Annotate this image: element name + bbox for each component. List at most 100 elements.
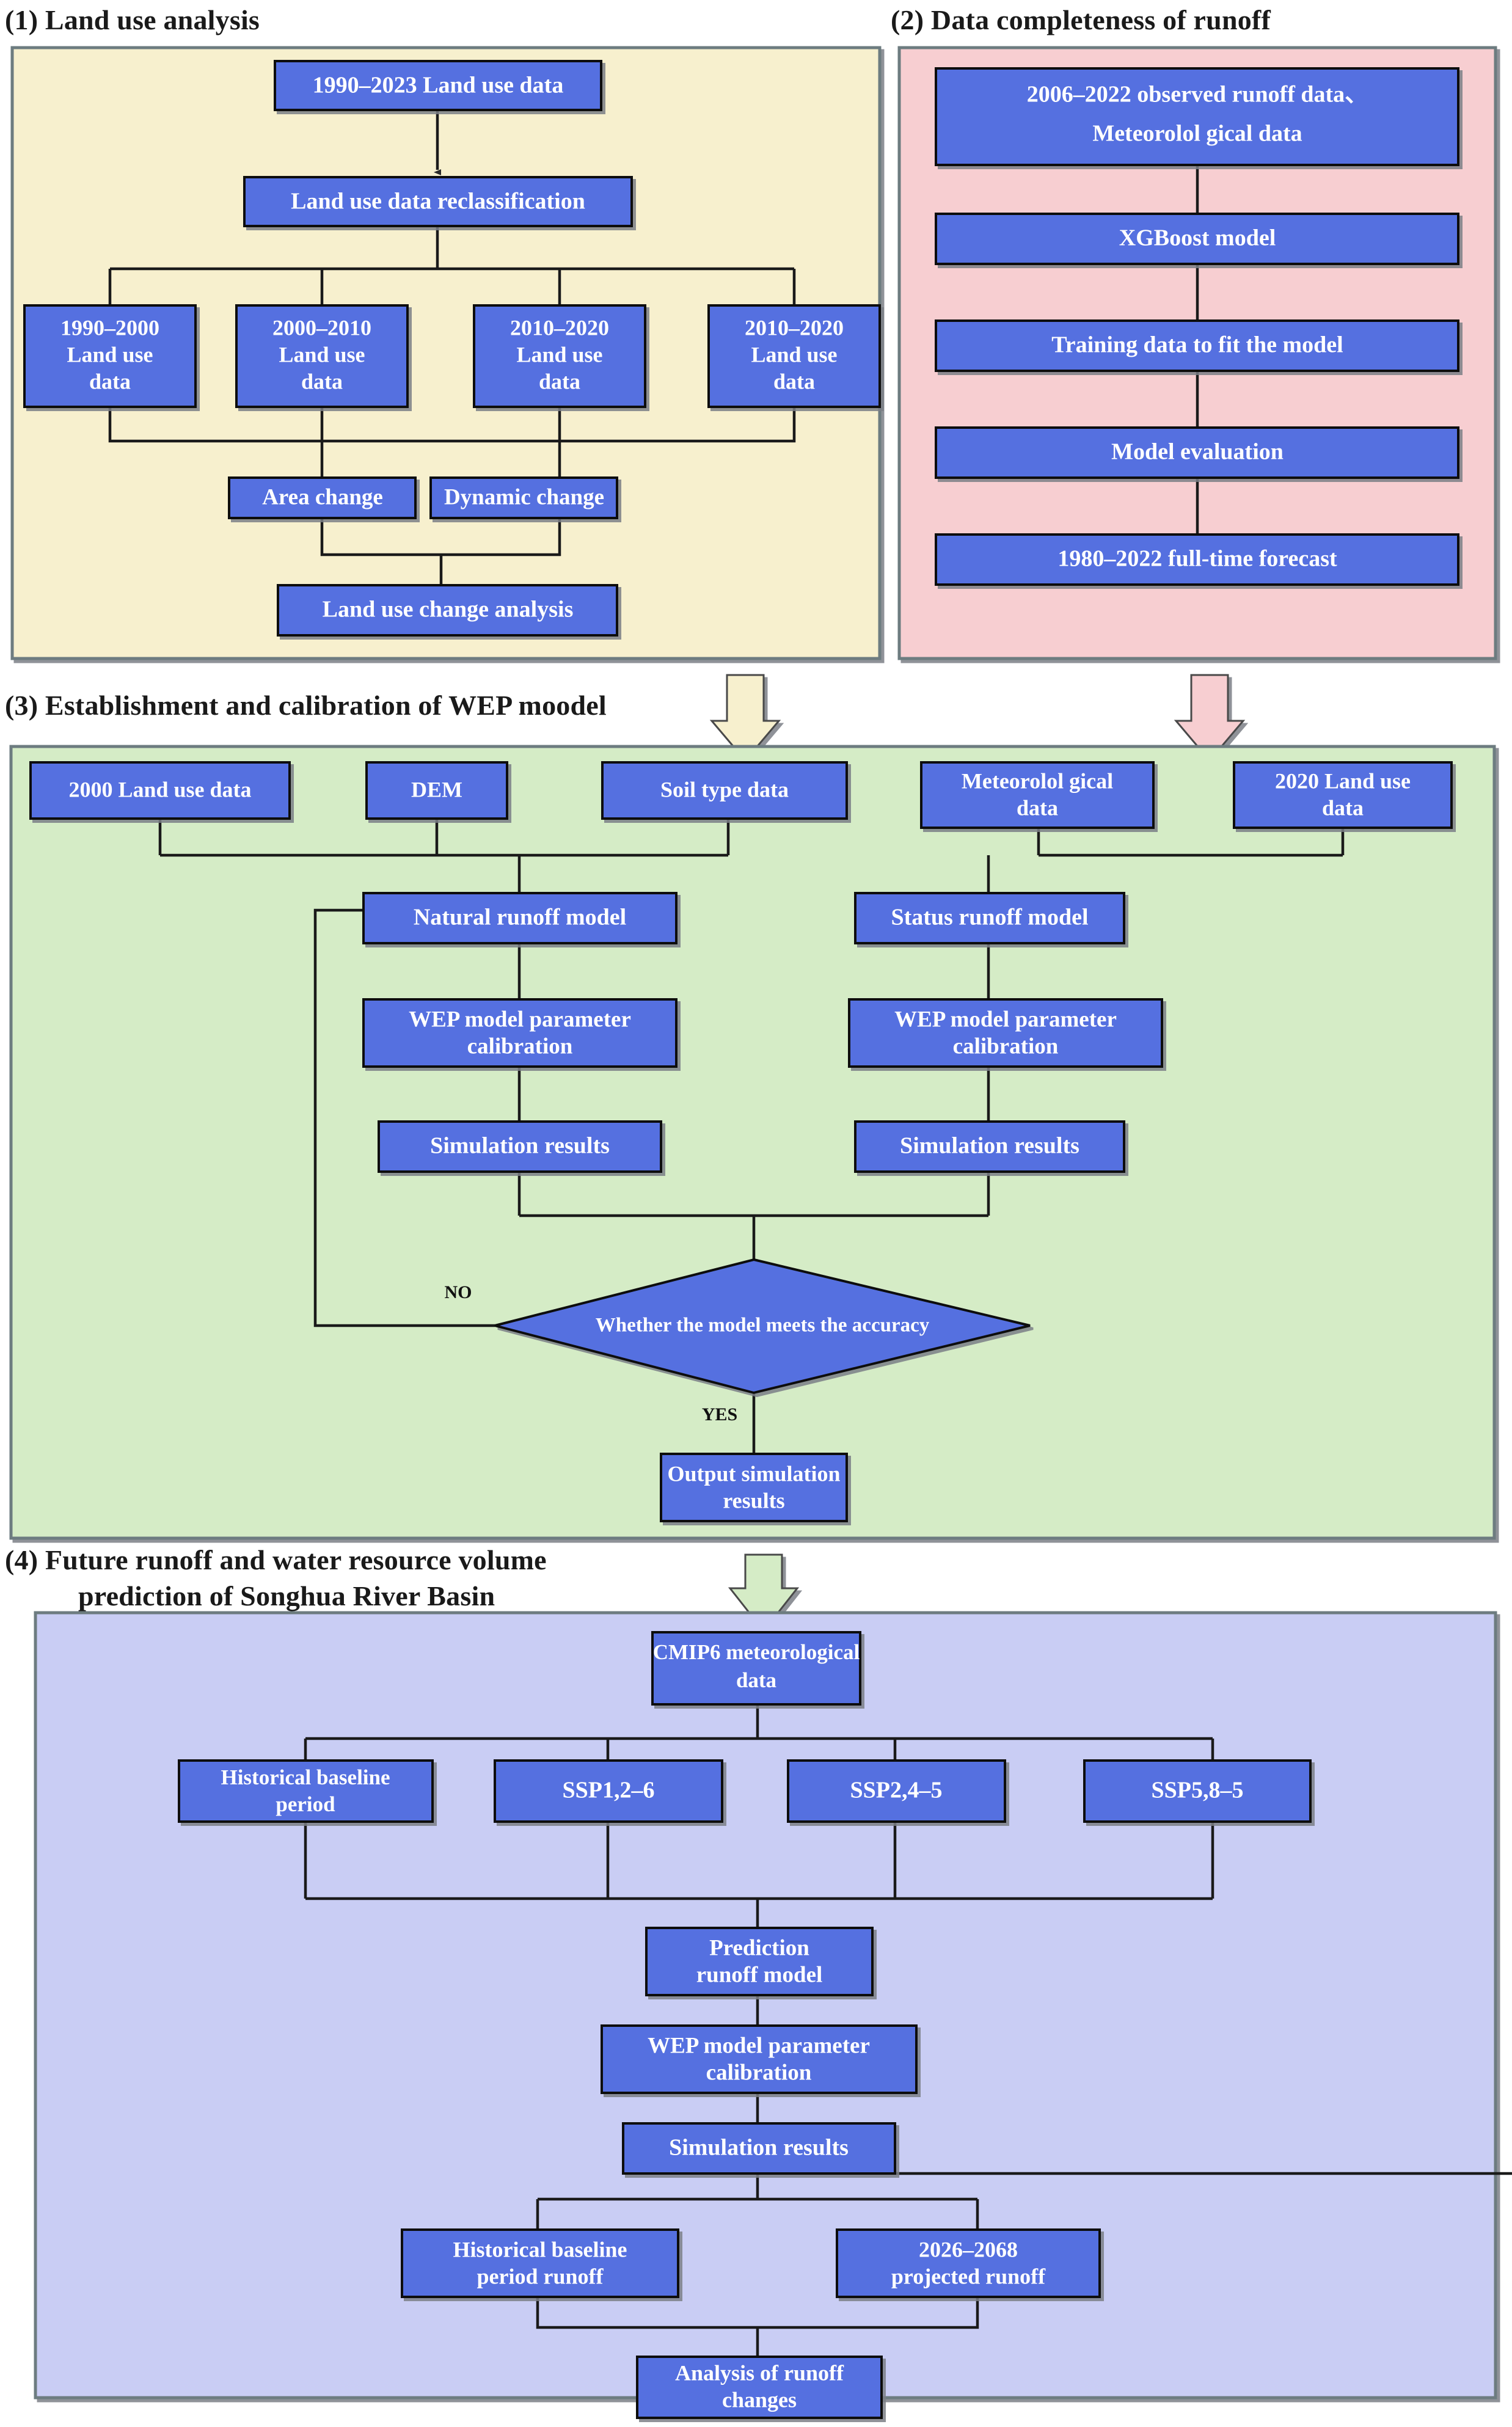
node-p4n3-label: SSP1,2–6 — [563, 1778, 655, 1803]
node-p4n3: SSP1,2–6 — [494, 1759, 723, 1823]
node-p3n3-label: Soil type data — [660, 777, 789, 801]
node-p1n4-label-line3: data — [301, 369, 343, 393]
node-p3n7-label: Status runoff model — [891, 905, 1088, 930]
node-p4n10: 2026–2068 projected runoff — [836, 2228, 1101, 2298]
node-p2n4-label: Model evaluation — [1111, 439, 1284, 465]
node-p3n12-label: Whether the model meets the accuracy — [596, 1315, 930, 1337]
node-p1n9: Land use change analysis — [277, 584, 618, 637]
node-p4n9: Historical baseline period runoff — [401, 2228, 679, 2298]
node-p1n1-label: 1990–2023 Land use data — [313, 73, 564, 98]
node-p2n2: XGBoost model — [935, 213, 1459, 265]
node-p4n7: WEP model parameter calibration — [601, 2024, 918, 2094]
node-p4n10-label-line1: 2026–2068 — [919, 2237, 1018, 2261]
node-p1n5-label-line3: data — [539, 369, 580, 393]
node-p4n5: SSP5,8–5 — [1083, 1759, 1312, 1823]
node-p1n5-label-line2: Land use — [516, 342, 602, 367]
node-p1n5-label-line1: 2010–2020 — [510, 315, 609, 340]
node-p3n1: 2000 Land use data — [29, 761, 291, 820]
node-p3n4-label-line2: data — [1017, 795, 1058, 820]
node-p3n12-decision: Whether the model meets the accuracy — [494, 1258, 1031, 1395]
node-p1n7-label: Area change — [262, 484, 383, 509]
node-p1n7: Area change — [228, 476, 417, 519]
node-p3n3: Soil type data — [601, 761, 848, 820]
node-p3n13-label-line1: Output simulation — [667, 1461, 840, 1486]
panel-1-title: (1) Land use analysis — [5, 4, 260, 35]
panel-1-land-use-analysis: 1990–2023 Land use data Land use data re… — [10, 46, 882, 660]
node-p4n8-label: Simulation results — [669, 2135, 849, 2161]
node-p2n3: Training data to fit the model — [935, 319, 1459, 372]
node-p4n11-label-line2: changes — [722, 2387, 797, 2412]
node-p1n4: 2000–2010 Land use data — [235, 304, 409, 408]
node-p3n9: WEP model parameter calibration — [848, 998, 1163, 1068]
node-p4n5-label: SSP5,8–5 — [1152, 1778, 1244, 1803]
node-p1n1: 1990–2023 Land use data — [274, 60, 602, 111]
node-p1n8: Dynamic change — [429, 476, 618, 519]
node-p1n8-label: Dynamic change — [444, 484, 604, 509]
panel-1-connectors — [106, 109, 798, 591]
node-p3n4: Meteorolol gical data — [920, 761, 1155, 829]
arrow-p2-to-p3 — [1174, 674, 1246, 762]
node-p1n3-label-line1: 1990–2000 — [60, 315, 159, 340]
node-p3n9-label-line1: WEP model parameter — [894, 1007, 1117, 1032]
node-p4n2: Historical baseline period — [178, 1759, 434, 1823]
node-p1n6-label-line3: data — [773, 369, 815, 393]
node-p2n4: Model evaluation — [935, 426, 1459, 479]
node-p2n3-label: Training data to fit the model — [1051, 332, 1343, 358]
arrow-p1-to-p3 — [709, 674, 781, 762]
node-p4n8: Simulation results — [622, 2122, 896, 2175]
node-p1n3-label-line2: Land use — [67, 342, 153, 367]
node-p2n5: 1980–2022 full-time forecast — [935, 533, 1459, 586]
node-p4n2-label-line1: Historical baseline — [221, 1765, 390, 1789]
edge-label-no: NO — [445, 1282, 472, 1302]
edge-label-yes: YES — [702, 1404, 737, 1425]
node-p2n1-label-line1: 2006–2022 observed runoff data、 — [1027, 82, 1368, 108]
node-p4n1-label-line2: data — [736, 1668, 776, 1692]
node-p4n6-label-line1: Prediction — [709, 1935, 809, 1960]
node-p3n6-label: Natural runoff model — [414, 905, 626, 930]
node-p1n2: Land use data reclassification — [243, 176, 633, 227]
node-p3n5-label-line2: data — [1322, 795, 1364, 820]
node-p1n9-label: Land use change analysis — [323, 597, 574, 622]
panel-2-data-completeness-of-runoff: 2006–2022 observed runoff data、 Meteorol… — [897, 46, 1497, 660]
node-p2n1: 2006–2022 observed runoff data、 Meteorol… — [935, 67, 1459, 166]
node-p3n5-label-line1: 2020 Land use — [1275, 768, 1411, 793]
node-p4n6-label-line2: runoff model — [696, 1962, 823, 1987]
node-p2n1-label-line2: Meteorolol gical data — [1092, 121, 1302, 147]
node-p1n2-label: Land use data reclassification — [291, 189, 585, 214]
node-p2n5-label: 1980–2022 full-time forecast — [1057, 546, 1337, 572]
node-p3n8-label-line2: calibration — [467, 1034, 573, 1059]
node-p1n3: 1990–2000 Land use data — [23, 304, 197, 408]
node-p3n9-label-line2: calibration — [953, 1034, 1059, 1059]
node-p3n11-label: Simulation results — [900, 1133, 1079, 1159]
panel-4-title-line-1: (4) Future runoff and water resource vol… — [5, 1544, 547, 1575]
node-p1n5: 2010–2020 Land use data — [473, 304, 646, 408]
node-p4n7-label-line1: WEP model parameter — [648, 2033, 870, 2058]
node-p3n11: Simulation results — [854, 1120, 1125, 1173]
arrow-p3-to-p4 — [728, 1553, 800, 1633]
node-p1n4-label-line1: 2000–2010 — [272, 315, 371, 340]
node-p3n4-label-line1: Meteorolol gical — [962, 768, 1113, 793]
panel-3-establishment-and-calibration-of-wep-model: NO YES 2000 Land use data DEM Soil type … — [9, 745, 1496, 1540]
panel-3-title: (3) Establishment and calibration of WEP… — [5, 690, 607, 721]
node-p4n9-label-line1: Historical baseline — [453, 2237, 627, 2261]
node-p4n6: Prediction runoff model — [645, 1927, 874, 1996]
panel-4-connectors — [302, 1704, 1512, 2362]
node-p3n13-label-line2: results — [723, 1488, 784, 1513]
node-p4n4: SSP2,4–5 — [787, 1759, 1006, 1823]
node-p4n10-label-line2: projected runoff — [891, 2264, 1046, 2288]
node-p4n7-label-line2: calibration — [706, 2060, 812, 2085]
node-p1n6-label-line2: Land use — [751, 342, 837, 367]
node-p4n11-label-line1: Analysis of runoff — [675, 2360, 844, 2385]
node-p1n3-label-line3: data — [89, 369, 131, 393]
panel-4-title-line-2: prediction of Songhua River Basin — [78, 1580, 495, 1611]
node-p4n1-label-line1: CMIP6 meteorological — [653, 1640, 860, 1664]
node-p3n7: Status runoff model — [854, 892, 1125, 944]
node-p3n10-label: Simulation results — [430, 1133, 610, 1159]
node-p1n6: 2010–2020 Land use data — [707, 304, 881, 408]
node-p3n2: DEM — [365, 761, 508, 820]
node-p3n13: Output simulation results — [660, 1453, 848, 1522]
node-p3n2-label: DEM — [411, 777, 462, 801]
node-p4n4-label: SSP2,4–5 — [850, 1778, 943, 1803]
node-p3n5: 2020 Land use data — [1233, 761, 1453, 829]
